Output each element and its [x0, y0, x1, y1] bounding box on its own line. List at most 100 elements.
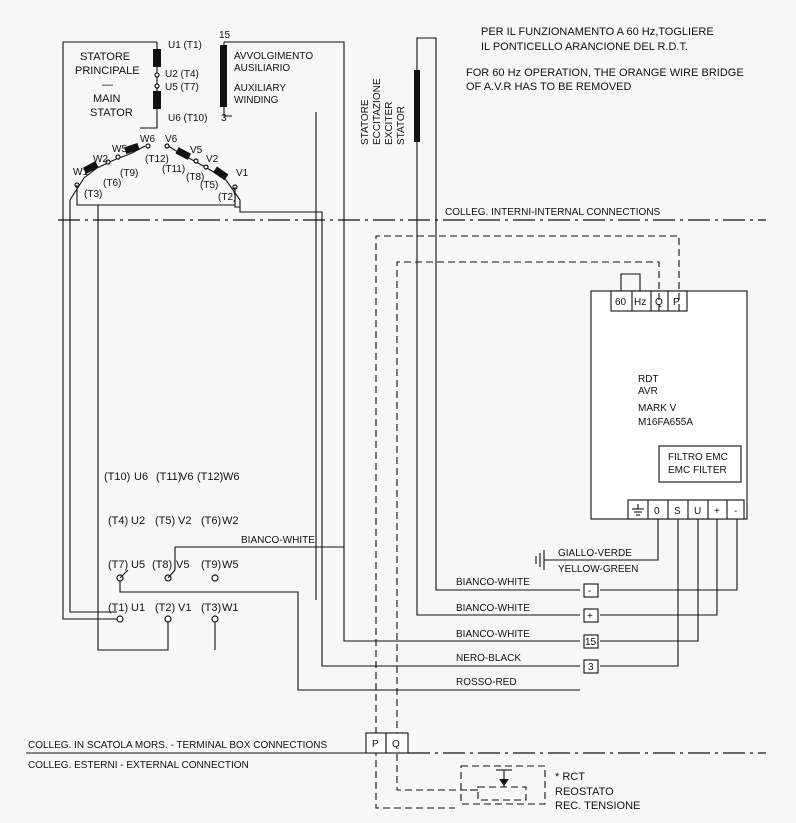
avr-unit: 60 Hz Q P RDT AVR MARK V M16FA655A FILTR… — [590, 273, 748, 520]
tb-w2: W2 — [222, 515, 239, 527]
note-en-line1: FOR 60 Hz OPERATION, THE ORANGE WIRE BRI… — [466, 67, 744, 79]
rct-label: * RCT — [555, 771, 585, 783]
label-u6: U6 (T10) — [168, 113, 207, 124]
tb-w1: W1 — [222, 602, 239, 614]
rheostat-icon — [460, 765, 546, 805]
note-en-line2: OF A.V.R HAS TO BE REMOVED — [466, 81, 632, 93]
tb-v6: V6 — [180, 471, 193, 483]
ground-icon — [632, 504, 644, 516]
wire-bianco-white-1: BIANCO-WHITE — [456, 577, 530, 588]
emc-filter-box — [658, 445, 742, 483]
avr-terminal-s: S — [674, 506, 681, 517]
tb-v5: V5 — [176, 559, 189, 571]
avr-terminal-q: Q — [655, 297, 663, 308]
main-stator-dash: — — [102, 79, 113, 91]
wire-tag-15 — [583, 634, 599, 649]
avr-label-rdt: RDT — [638, 374, 659, 385]
avr-label-model: MARK V — [638, 403, 677, 414]
svg-text:+: + — [587, 611, 593, 622]
avr-dashed-wiring — [375, 235, 680, 809]
avr-terminal-0: 0 — [654, 506, 660, 517]
tb-t1: (T1) — [108, 602, 128, 614]
label-t2: (T2) — [218, 192, 236, 203]
tb-u5: U5 — [131, 559, 145, 571]
label-t6: (T6) — [103, 178, 121, 189]
tb-t6: (T6) — [201, 515, 221, 527]
tb-t10: (T10) — [104, 471, 130, 483]
tb-t11: (T11) — [156, 471, 181, 483]
internal-connections-label: COLLEG. INTERNI-INTERNAL CONNECTIONS — [445, 207, 661, 218]
label-v2: V2 — [206, 154, 219, 165]
label-w1: W1 — [73, 167, 88, 178]
label-u1: U1 (T1) — [168, 40, 202, 51]
exciter-stator: STATORE ECCITAZIONE EXCITER STATOR — [360, 37, 580, 616]
terminal-q — [385, 732, 409, 754]
terminal-w5 — [211, 574, 219, 582]
wire-bianco-white-3: BIANCO-WHITE — [456, 629, 530, 640]
note-it-line1: PER IL FUNZIONAMENTO A 60 Hz,TOGLIERE — [481, 26, 714, 38]
emc-label-en: EMC FILTER — [668, 465, 727, 476]
label-v5: V5 — [190, 145, 203, 156]
reostato-label: REOSTATO — [555, 786, 614, 798]
avr-terminal-u: U — [694, 506, 701, 517]
terminal-box-label: COLLEG. IN SCATOLA MORS. - TERMINAL BOX … — [28, 740, 327, 751]
avr-bottom-terminal-strip — [627, 499, 745, 520]
coil-u1-u2 — [153, 49, 161, 67]
aux-it-2: AUSILIARIO — [234, 63, 290, 74]
stator-wiring: BIANCO-WHITE — [62, 41, 580, 691]
wire-bianco-white-2: BIANCO-WHITE — [456, 603, 530, 614]
tb-t8: (T8) — [152, 559, 172, 571]
main-stator-en-1: MAIN — [93, 93, 121, 105]
rec-tensione-label: REC. TENSIONE — [555, 800, 640, 812]
emc-label-it: FILTRO EMC — [668, 452, 728, 463]
avr-terminal-hz: Hz — [634, 297, 646, 308]
avr-label-avr: AVR — [638, 386, 658, 397]
svg-text:P: P — [372, 739, 379, 750]
avr-label-code: M16FA655A — [638, 417, 693, 428]
avr-terminal-plus: + — [714, 506, 720, 517]
aux-en-2: WINDING — [234, 95, 279, 106]
auxiliary-winding: 15 3 AVVOLGIMENTO AUSILIARIO AUXILIARY W… — [219, 30, 313, 124]
tb-u2: U2 — [131, 515, 145, 527]
wire-tag-minus — [583, 583, 599, 598]
exciter-l1: STATORE — [360, 99, 371, 145]
terminal-v1 — [164, 615, 172, 623]
avr-output-wiring: GIALLO-VERDE YELLOW-GREEN BIANCO-WHITE B… — [456, 519, 738, 688]
terminal-box-section: COLLEG. IN SCATOLA MORS. - TERMINAL BOX … — [26, 732, 766, 812]
wire-rosso-red: ROSSO-RED — [456, 677, 517, 688]
main-stator: STATORE PRINCIPALE — MAIN STATOR U1 (T1)… — [69, 40, 249, 203]
terminal-w1 — [211, 615, 219, 623]
svg-text:15: 15 — [585, 637, 597, 648]
coil-w1-w2 — [82, 161, 99, 174]
tb-t12: (T12) — [197, 471, 223, 483]
svg-text:3: 3 — [588, 662, 594, 673]
wire-yellow-green: YELLOW-GREEN — [558, 564, 638, 575]
tb-w5: W5 — [222, 559, 239, 571]
tb-t2: (T2) — [155, 602, 175, 614]
terminal-u1 — [116, 615, 124, 623]
tb-u6: U6 — [134, 471, 148, 483]
tb-t5: (T5) — [155, 515, 175, 527]
exciter-coil — [414, 70, 420, 142]
exciter-l2: ECCITAZIONE — [372, 78, 383, 145]
tb-v2: V2 — [178, 515, 191, 527]
svg-text:-: - — [588, 586, 591, 597]
earth-icon — [535, 550, 545, 570]
aux-label-3: 3 — [221, 113, 227, 124]
label-u5: U5 (T7) — [165, 82, 199, 93]
wire-tag-plus — [583, 608, 599, 623]
aux-coil — [220, 45, 227, 107]
note-it-line2: IL PONTICELLO ARANCIONE DEL R.D.T. — [481, 41, 688, 53]
coil-v5-v6 — [175, 147, 192, 160]
exciter-l3: EXCITER — [384, 102, 395, 145]
label-v6: V6 — [165, 134, 178, 145]
main-stator-it-1: STATORE — [80, 51, 130, 63]
label-t12: (T12) — [145, 154, 169, 165]
orange-wire-bridge — [620, 273, 641, 291]
coil-w5-w6 — [124, 143, 140, 155]
label-v1: V1 — [236, 168, 249, 179]
aux-it-1: AVVOLGIMENTO — [234, 51, 313, 62]
frequency-note: PER IL FUNZIONAMENTO A 60 Hz,TOGLIERE IL… — [466, 26, 744, 93]
label-t11: (T11) — [162, 164, 185, 175]
